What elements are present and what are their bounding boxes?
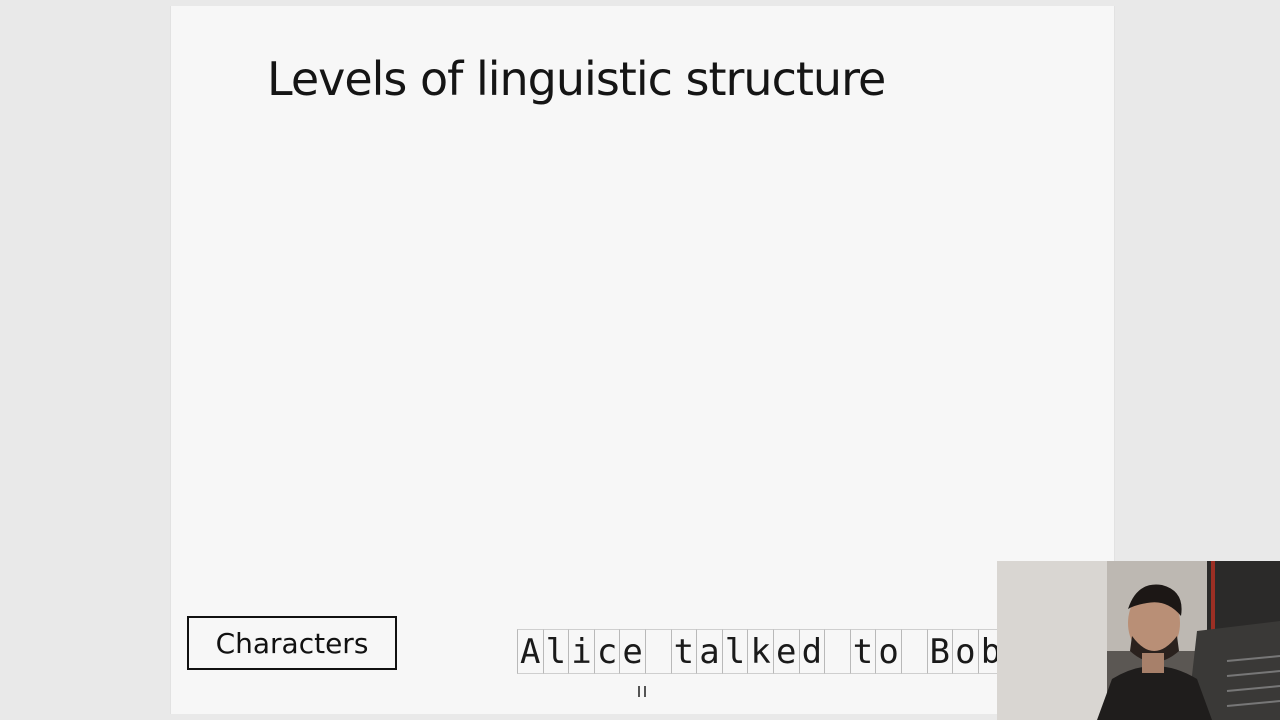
character-cell: d [798,629,825,674]
character-cell: o [875,629,901,674]
character-cell: e [772,629,799,674]
character-cell: B [926,629,953,674]
character-cell [900,629,927,674]
presenter-webcam [997,561,1280,720]
pause-icon[interactable] [638,686,646,697]
character-cell: b [977,629,1004,674]
character-cell: e [619,629,645,674]
level-label-box: Characters [187,616,397,670]
character-cell: t [849,629,876,674]
character-cell: l [542,629,569,674]
level-label: Characters [215,626,369,660]
character-cell: k [747,629,773,674]
presenter-video [997,561,1280,720]
character-cell: c [593,629,620,674]
character-cell: l [721,629,748,674]
character-cell: t [670,629,697,674]
slide-title: Levels of linguistic structure [267,52,886,106]
character-cell: a [696,629,722,674]
character-cell [644,629,671,674]
character-cell [824,629,850,674]
character-cell: o [952,629,978,674]
character-cell: i [568,629,594,674]
lecture-slide: Levels of linguistic structure Character… [170,6,1115,714]
character-cell: A [517,629,543,674]
